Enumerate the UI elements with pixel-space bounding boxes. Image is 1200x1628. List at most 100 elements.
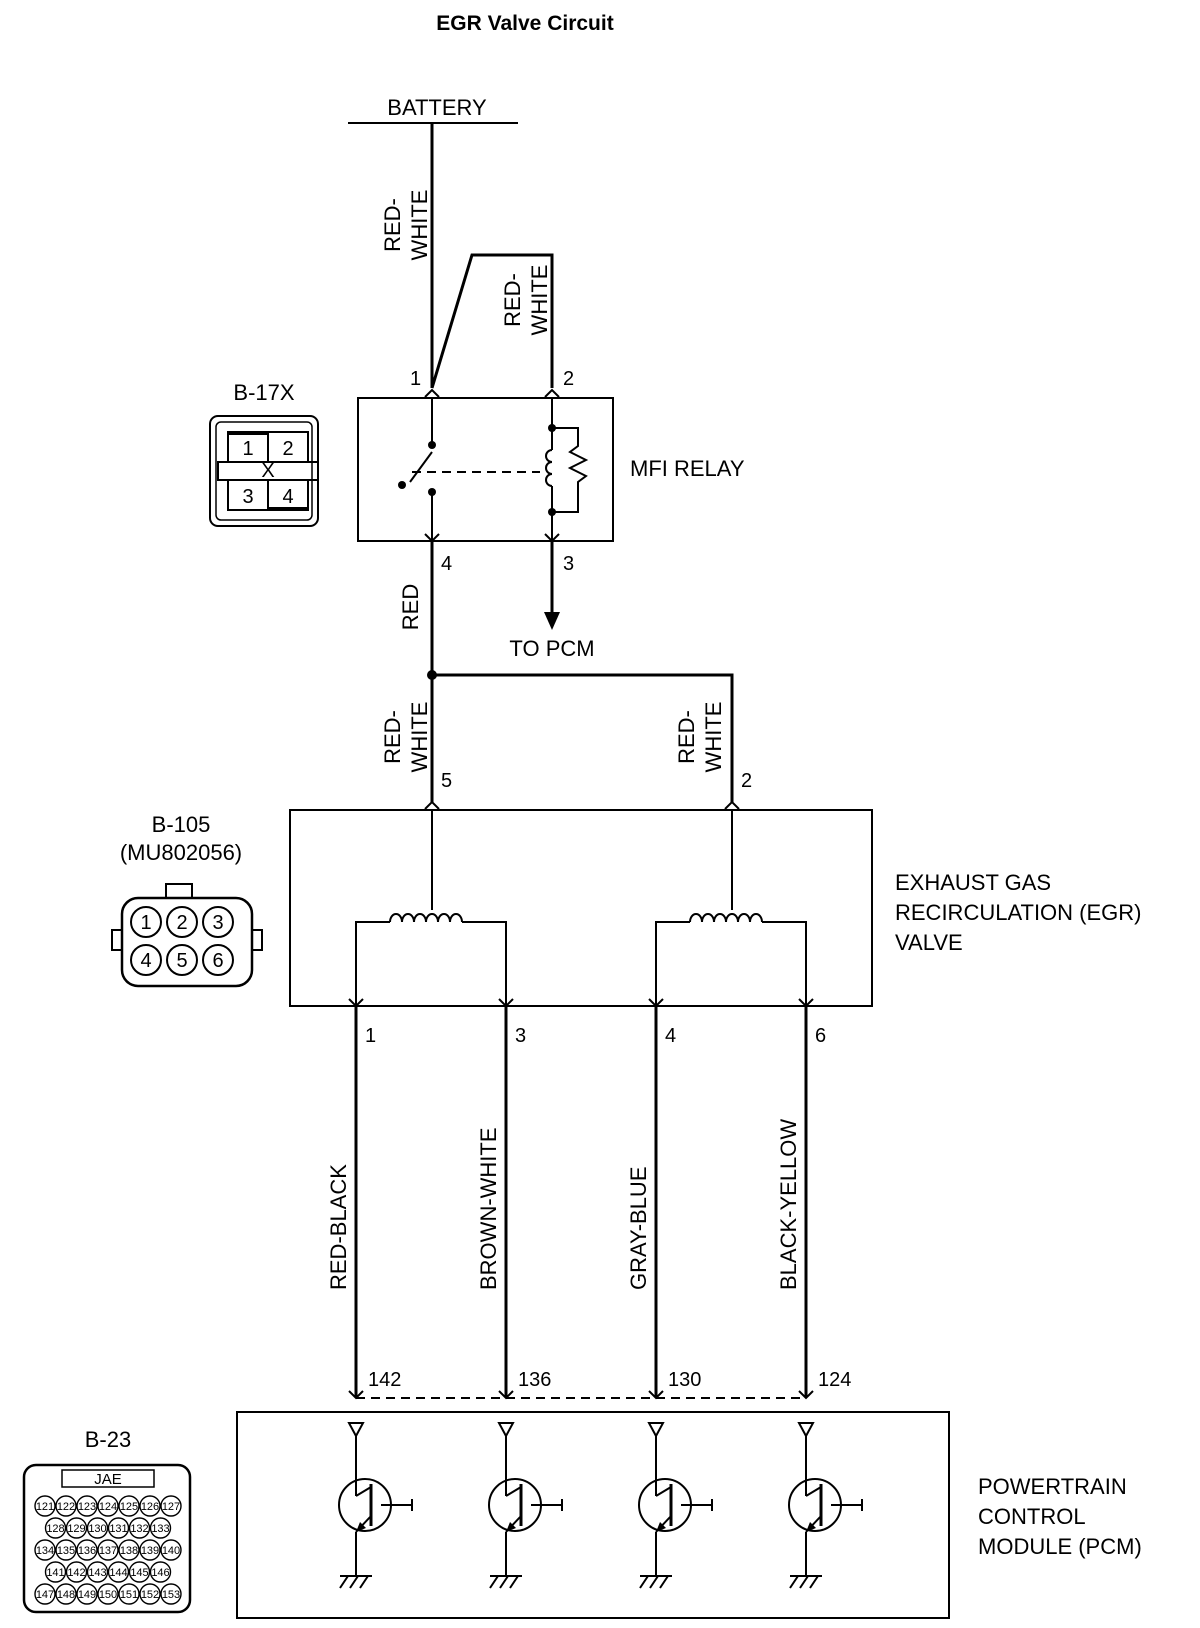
wire-label-gray-blue: GRAY-BLUE <box>626 1167 651 1291</box>
svg-text:RED-WHITE: RED-WHITE <box>500 265 552 336</box>
egr-bottom-chevrons <box>348 998 814 1008</box>
b23-pin-142 <box>65 1561 88 1583</box>
svg-text:RED-WHITE: RED-WHITE <box>380 190 432 261</box>
pcm-pin-136: 136 <box>518 1369 551 1391</box>
b23-pin-label: 128 <box>46 1523 64 1535</box>
mfi-relay-box <box>357 397 614 542</box>
egr-label-line2: RECIRCULATION (EGR) <box>895 900 1142 925</box>
wire-pin1-pin2 <box>430 253 554 389</box>
wire-splice-to-egr-pin2 <box>432 673 734 802</box>
b23-pin-label: 125 <box>120 1501 138 1513</box>
b23-pin-label: 134 <box>36 1545 54 1557</box>
b17x-pin-1: 1 <box>242 438 253 460</box>
b23-pin-124 <box>97 1495 119 1517</box>
b105-part-number: (MU802056) <box>120 840 242 865</box>
egr-pin-1: 1 <box>365 1025 376 1047</box>
b23-pin-label: 148 <box>57 1589 75 1601</box>
b23-pin-141 <box>44 1561 67 1583</box>
pcm-driver-4 <box>788 1422 863 1589</box>
b17x-connector-name: B-17X <box>233 380 294 405</box>
b23-pin-label: 153 <box>162 1589 180 1601</box>
b23-pin-152 <box>139 1583 161 1605</box>
wire-label-egr-pin5: RED-WHITE <box>380 702 432 773</box>
egr-coil-1-icon <box>355 913 507 1006</box>
b23-pin-127 <box>160 1495 182 1517</box>
egr-coil-2-icon <box>655 913 807 1006</box>
b23-pin-125 <box>118 1495 140 1517</box>
pcm-label-line2: CONTROL <box>978 1504 1086 1529</box>
b23-pin-140 <box>160 1539 182 1561</box>
relay-pin-2: 2 <box>563 368 574 390</box>
b23-pin-153 <box>160 1583 182 1605</box>
b23-pin-123 <box>76 1495 98 1517</box>
pcm-pin-142: 142 <box>368 1369 401 1391</box>
b23-pin-label: 126 <box>141 1501 159 1513</box>
b23-pin-label: 123 <box>78 1501 96 1513</box>
b23-pin-138 <box>118 1539 140 1561</box>
b23-pin-122 <box>55 1495 77 1517</box>
relay-pin-1: 1 <box>410 368 421 390</box>
to-pcm-arrow-icon <box>544 612 560 630</box>
mfi-relay-label: MFI RELAY <box>630 456 745 481</box>
b23-pin-132 <box>128 1517 151 1539</box>
pcm-driver-3 <box>638 1422 713 1589</box>
wire-label-brown-white: BROWN-WHITE <box>476 1127 501 1290</box>
pcm-driver-1 <box>338 1422 413 1589</box>
relay-pin-4: 4 <box>441 553 452 575</box>
egr-label-line1: EXHAUST GAS <box>895 870 1051 895</box>
svg-text:RED-WHITE: RED-WHITE <box>674 702 726 773</box>
b23-pin-151 <box>118 1583 140 1605</box>
relay-pin-chevrons <box>424 388 560 543</box>
b23-pin-121 <box>34 1495 56 1517</box>
b23-pin-147 <box>34 1583 56 1605</box>
b23-pin-label: 143 <box>88 1567 106 1579</box>
b23-pin-150 <box>97 1583 119 1605</box>
egr-pin-6: 6 <box>815 1025 826 1047</box>
egr-pin-5: 5 <box>441 770 452 792</box>
svg-text:RED-WHITE: RED-WHITE <box>380 702 432 773</box>
b23-pin-134 <box>34 1539 56 1561</box>
b23-pin-133 <box>149 1517 172 1539</box>
b105-connector-icon <box>111 883 263 988</box>
b23-pin-label: 149 <box>78 1589 96 1601</box>
wire-label-battery-pin1: RED-WHITE <box>380 190 432 261</box>
b105-connector-name: B-105 <box>152 812 211 837</box>
b23-pin-144 <box>107 1561 130 1583</box>
diode-icon <box>497 1422 515 1439</box>
pcm-box <box>236 1411 950 1619</box>
b105-pin-4: 4 <box>140 950 151 972</box>
b23-pin-135 <box>55 1539 77 1561</box>
relay-contact-pivot <box>398 481 406 489</box>
egr-top-chevrons <box>424 800 740 810</box>
b23-pin-143 <box>86 1561 109 1583</box>
wire-label-black-yellow: BLACK-YELLOW <box>776 1119 801 1290</box>
b23-pin-137 <box>97 1539 119 1561</box>
egr-pin-2: 2 <box>741 770 752 792</box>
ground-icon <box>639 1575 672 1589</box>
egr-label-line3: VALVE <box>895 930 963 955</box>
b105-pin-6: 6 <box>212 950 223 972</box>
b23-pin-label: 146 <box>151 1567 169 1579</box>
egr-valve-box <box>289 809 873 1007</box>
pcm-driver-2 <box>488 1422 563 1589</box>
svg-text:GRAY-BLUE: GRAY-BLUE <box>626 1167 651 1291</box>
wire-label-egr-pin2: RED-WHITE <box>674 702 726 773</box>
b23-pin-label: 142 <box>67 1567 85 1579</box>
b23-pin-label: 132 <box>130 1523 148 1535</box>
relay-pin-3: 3 <box>563 553 574 575</box>
pcm-label-line1: POWERTRAIN <box>978 1474 1127 1499</box>
pcm-label-line3: MODULE (PCM) <box>978 1534 1142 1559</box>
b17x-pin-4: 4 <box>282 486 293 508</box>
pcm-pin-130: 130 <box>668 1369 701 1391</box>
b23-pin-label: 137 <box>99 1545 117 1557</box>
b17x-x-mark: X <box>261 460 274 482</box>
svg-text:BROWN-WHITE: BROWN-WHITE <box>476 1127 501 1290</box>
ground-icon <box>789 1575 822 1589</box>
b23-pin-label: 140 <box>162 1545 180 1557</box>
b23-pin-label: 139 <box>141 1545 159 1557</box>
b23-pin-146 <box>149 1561 172 1583</box>
to-pcm-label: TO PCM <box>509 636 594 661</box>
b23-pin-label: 147 <box>36 1589 54 1601</box>
b23-pin-label: 124 <box>99 1501 117 1513</box>
